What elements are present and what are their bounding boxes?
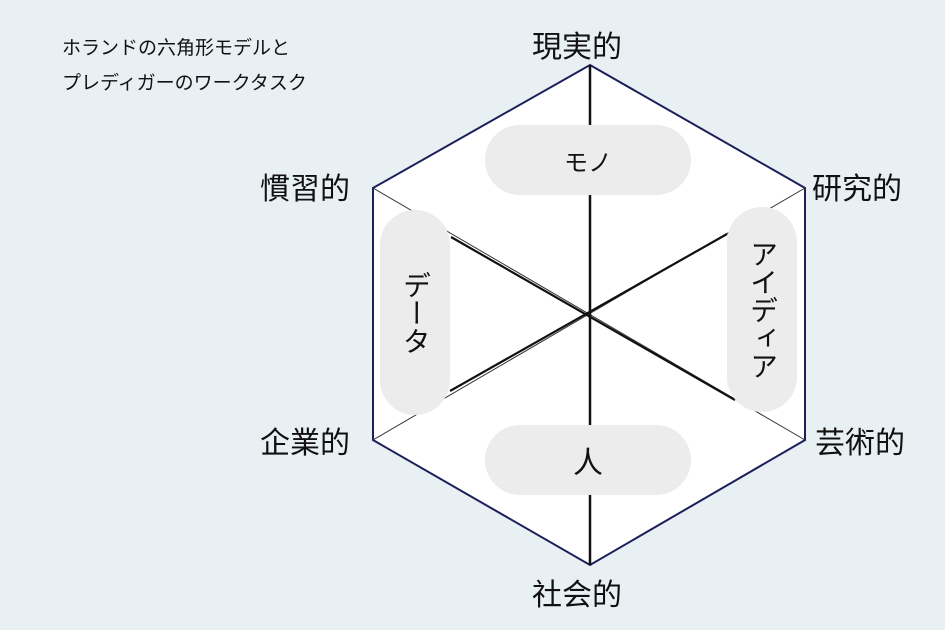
vertex-realistic: 現実的: [532, 30, 622, 65]
task-data: データ: [380, 210, 450, 415]
task-things: モノ: [485, 125, 691, 195]
task-ideas: アイディア: [727, 207, 797, 412]
vertex-enterprising: 企業的: [260, 426, 350, 461]
vertex-conventional: 慣習的: [260, 172, 350, 207]
diagram-title-line2: プレディガーのワークタスク: [62, 72, 307, 94]
axis-diagonal-2: [449, 233, 728, 392]
vertex-social: 社会的: [532, 578, 622, 613]
axis-diagonal-1: [450, 236, 736, 401]
diagram-title-line1: ホランドの六角形モデルと: [62, 37, 291, 59]
task-people: 人: [485, 425, 691, 495]
vertex-artistic: 芸術的: [815, 426, 905, 461]
vertex-investigative: 研究的: [812, 172, 902, 207]
